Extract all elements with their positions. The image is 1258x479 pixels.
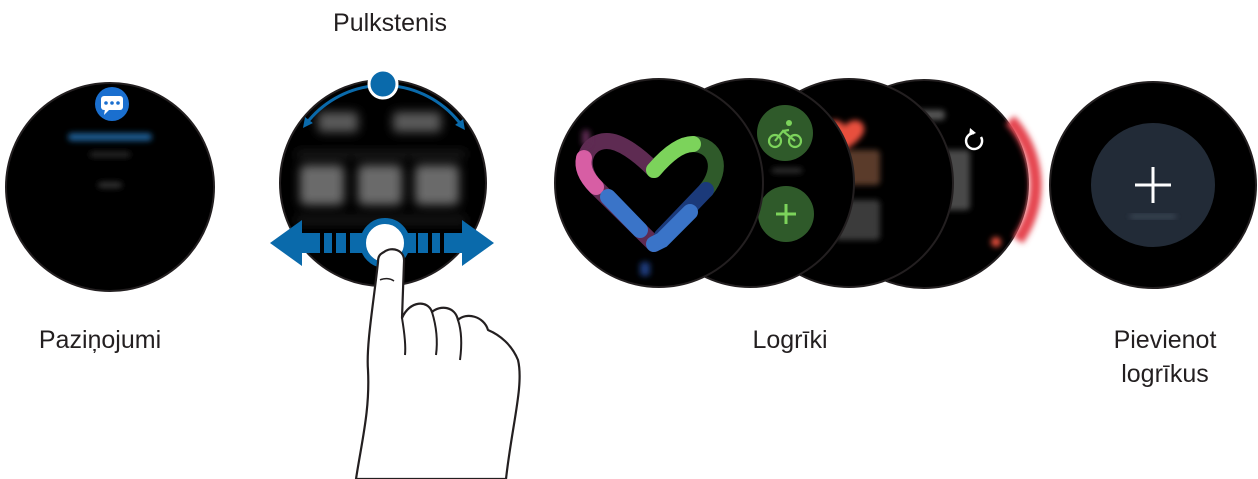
bicycle-icon xyxy=(757,105,813,161)
add-widget-screen[interactable] xyxy=(1050,82,1256,288)
plus-icon xyxy=(758,186,814,242)
widget-card-1[interactable] xyxy=(555,79,763,287)
notifications-screen[interactable] xyxy=(6,83,214,291)
hand-swipe-icon xyxy=(356,249,520,479)
message-bubble-icon xyxy=(95,87,129,121)
